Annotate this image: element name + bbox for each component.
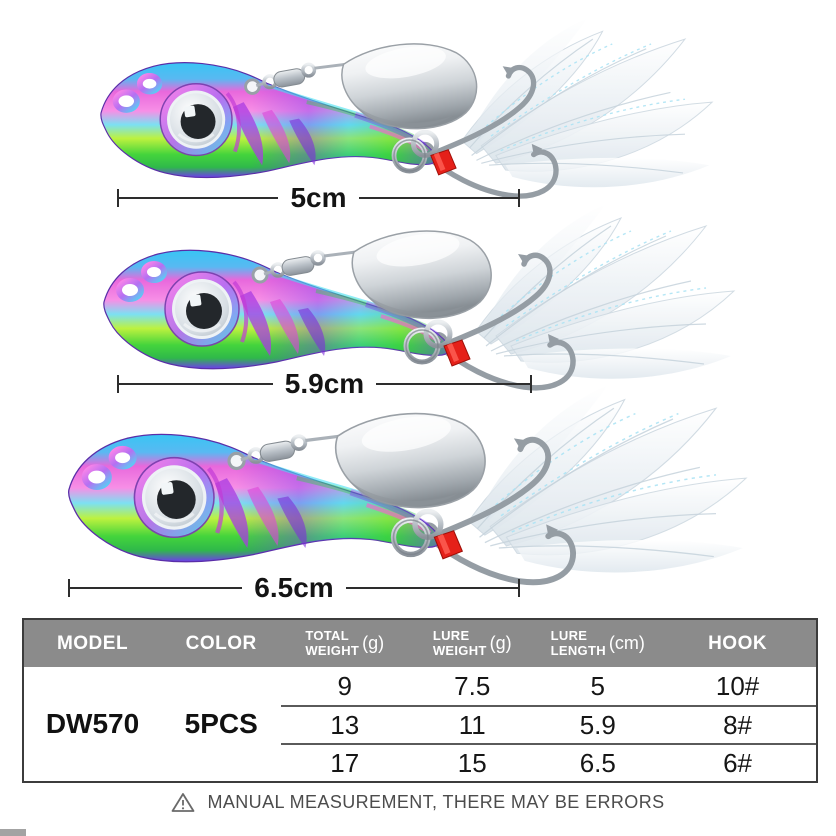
lure-image-small — [64, 10, 724, 204]
header-total-weight: TOTAL WEIGHT (g) — [281, 620, 409, 667]
table-cell: 7.5 — [454, 670, 491, 701]
measurement-label-2: 5.9cm — [284, 368, 365, 399]
unit-label: (g) — [489, 633, 512, 653]
measure-left-tick — [117, 189, 119, 207]
table-cell: 17 — [281, 743, 409, 781]
lure-image-large — [28, 376, 759, 591]
table-cell: 13 — [281, 705, 409, 743]
unit-label: (cm) — [608, 633, 645, 653]
color-value: 5PCS — [184, 708, 258, 739]
measure-line — [376, 383, 530, 385]
table-cell: 5.9 — [536, 705, 660, 743]
table-cell: 6# — [659, 743, 816, 781]
table-cell: 9 — [337, 670, 352, 701]
header-lure-weight: LURE WEIGHT (g) — [408, 620, 537, 667]
unit-label: (g) — [362, 633, 385, 653]
measurement-bar-3: 6.5cm — [68, 572, 520, 603]
measurement-bar-1: 5cm — [117, 182, 521, 213]
footer-note-text: MANUAL MEASUREMENT, THERE MAY BE ERRORS — [207, 792, 665, 812]
measure-right-tick — [530, 375, 532, 393]
measure-line — [345, 587, 518, 589]
table-cell: 5 — [590, 670, 606, 701]
measure-right-tick — [518, 189, 521, 207]
table-cell: 10# — [715, 670, 760, 701]
header-hook: HOOK — [659, 620, 816, 667]
header-lure-length: LURE LENGTH (cm) — [536, 620, 660, 667]
lure-image-medium — [66, 196, 746, 396]
table-cell: 8# — [659, 705, 816, 743]
measure-left-tick — [117, 375, 119, 393]
warning-triangle-icon — [172, 793, 195, 812]
model-value: DW570 — [45, 708, 140, 739]
table-cell: 6.5 — [536, 743, 660, 781]
measurement-label-3: 6.5cm — [254, 572, 334, 603]
footer-note: MANUAL MEASUREMENT, THERE MAY BE ERRORS — [0, 792, 836, 813]
measure-line — [119, 383, 273, 385]
table-cell: 15 — [408, 743, 537, 781]
measure-line — [70, 587, 243, 589]
spec-table: MODEL COLOR TOTAL WEIGHT (g) LURE WEIGHT… — [22, 618, 818, 783]
measurement-label-1: 5cm — [290, 182, 347, 213]
table-cell: 11 — [408, 705, 537, 743]
measure-line — [119, 197, 279, 199]
measure-right-tick — [518, 579, 520, 597]
measurement-bar-2: 5.9cm — [117, 368, 532, 399]
header-color: COLOR — [161, 620, 282, 667]
measure-line — [358, 197, 519, 199]
header-model: MODEL — [24, 620, 162, 667]
measure-left-tick — [68, 579, 70, 597]
corner-artifact — [0, 829, 26, 836]
